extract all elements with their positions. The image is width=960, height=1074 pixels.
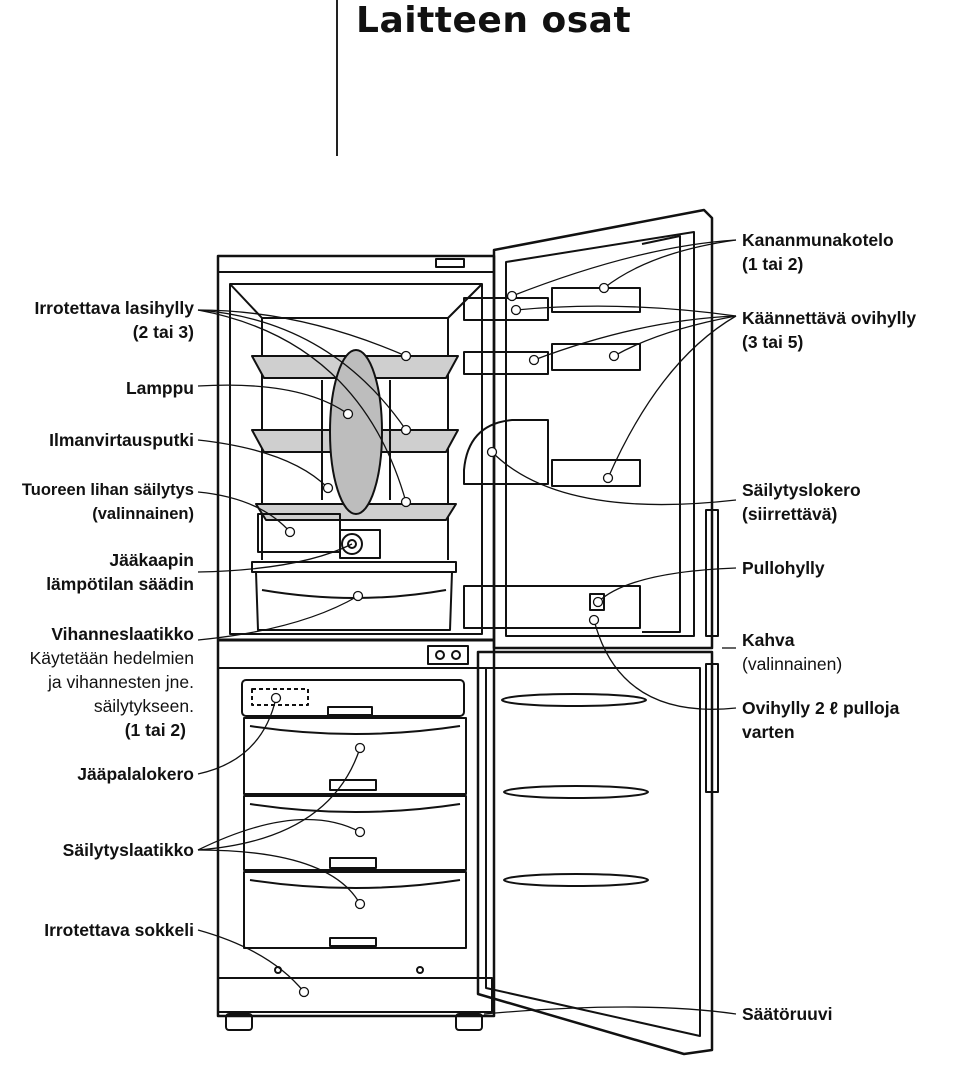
vegetable-box [251, 561, 457, 573]
label-removable-glass-shelf: Irrotettava lasihylly (2 tai 3) [34, 298, 194, 342]
label-air-duct: Ilmanvirtausputki [49, 430, 194, 450]
label-bottle-shelf: Pullohylly [742, 558, 825, 578]
label-adjust-screw: Säätöruuvi [742, 1004, 833, 1024]
title-divider [336, 0, 338, 156]
label-ice-tray: Jääpalalokero [77, 764, 194, 784]
fridge-door [463, 208, 719, 650]
plinth [217, 977, 493, 1013]
label-storage-compartment: Säilytyslokero (siirrettävä) [742, 480, 861, 524]
label-egg-box: Kananmunakotelo (1 tai 2) [742, 230, 894, 274]
freezer-door [476, 650, 719, 1056]
label-door-shelf: Käännettävä ovihylly (3 tai 5) [742, 308, 917, 352]
label-fresh-meat: Tuoreen lihan säilytys (valinnainen) [21, 481, 194, 523]
label-lamp: Lamppu [125, 378, 194, 398]
label-vegetable-box: Vihanneslaatikko Käytetään hedelmien ja … [29, 624, 194, 740]
freezer-drawers [241, 679, 467, 949]
label-door-bottle-shelf: Ovihylly 2 ℓ pulloja varten [742, 698, 900, 742]
label-removable-plinth: Irrotettava sokkeli [44, 920, 194, 940]
page-title: Laitteen osat [356, 0, 632, 41]
label-handle: Kahva (valinnainen) [742, 630, 843, 674]
thermostat-knob [341, 533, 363, 555]
label-thermostat: Jääkaapin lämpötilan säädin [46, 550, 194, 594]
label-storage-drawer: Säilytyslaatikko [62, 840, 194, 860]
lamp-cover [329, 349, 383, 515]
